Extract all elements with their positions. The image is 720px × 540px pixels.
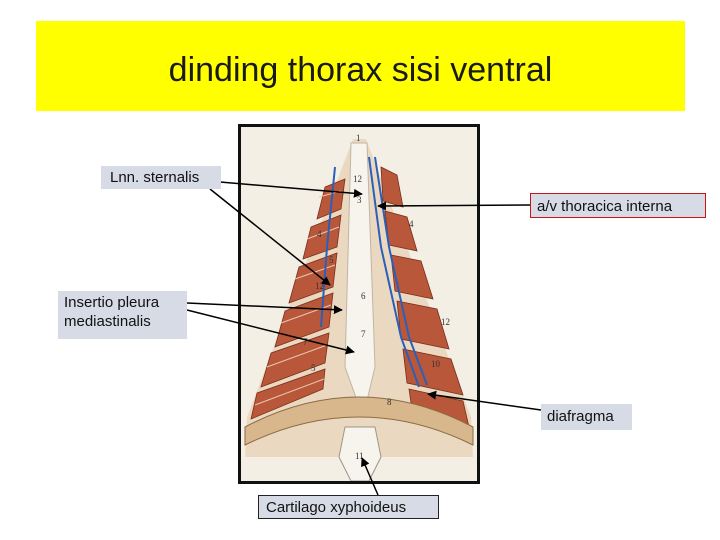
label-lnn-sternalis: Lnn. sternalis xyxy=(101,166,221,189)
title-banner: dinding thorax sisi ventral xyxy=(36,21,685,111)
svg-text:5: 5 xyxy=(329,255,334,265)
svg-text:3: 3 xyxy=(357,195,362,205)
label-insertio-pleura: Insertio pleura mediastinalis xyxy=(58,291,187,339)
svg-text:12: 12 xyxy=(353,174,362,184)
label-diafragma: diafragma xyxy=(541,404,632,430)
svg-text:10: 10 xyxy=(431,359,441,369)
thorax-illustration: 1 12 3 4 4 5 12 6 12 7 7 5 8 10 11 xyxy=(238,124,480,484)
svg-text:4: 4 xyxy=(317,229,322,239)
svg-text:7: 7 xyxy=(361,329,366,339)
leader-insertio-2 xyxy=(186,309,355,355)
svg-text:12: 12 xyxy=(441,317,450,327)
svg-text:11: 11 xyxy=(355,451,364,461)
label-insertio-line1: Insertio pleura xyxy=(64,294,160,311)
page-title: dinding thorax sisi ventral xyxy=(168,51,553,89)
leader-diafragma xyxy=(427,390,542,411)
svg-text:4: 4 xyxy=(409,219,414,229)
svg-text:7: 7 xyxy=(303,337,308,347)
thorax-drawing: 1 12 3 4 4 5 12 6 12 7 7 5 8 10 11 xyxy=(241,127,477,481)
leader-lnn-sternalis-2 xyxy=(219,181,363,198)
label-cartilago-xyphoideus: Cartilago xyphoideus xyxy=(258,495,439,519)
label-thoracica-interna: a/v thoracica interna xyxy=(530,193,706,218)
leader-insertio-1 xyxy=(186,302,343,315)
svg-text:5: 5 xyxy=(311,363,316,373)
label-insertio-line2: mediastinalis xyxy=(64,313,151,330)
svg-text:1: 1 xyxy=(356,133,361,143)
leader-cartilago xyxy=(361,457,379,496)
svg-text:8: 8 xyxy=(387,397,392,407)
leader-lnn-sternalis-1 xyxy=(209,188,331,286)
svg-text:6: 6 xyxy=(361,291,366,301)
leader-thoracica-interna xyxy=(377,201,531,211)
svg-text:12: 12 xyxy=(315,281,324,291)
